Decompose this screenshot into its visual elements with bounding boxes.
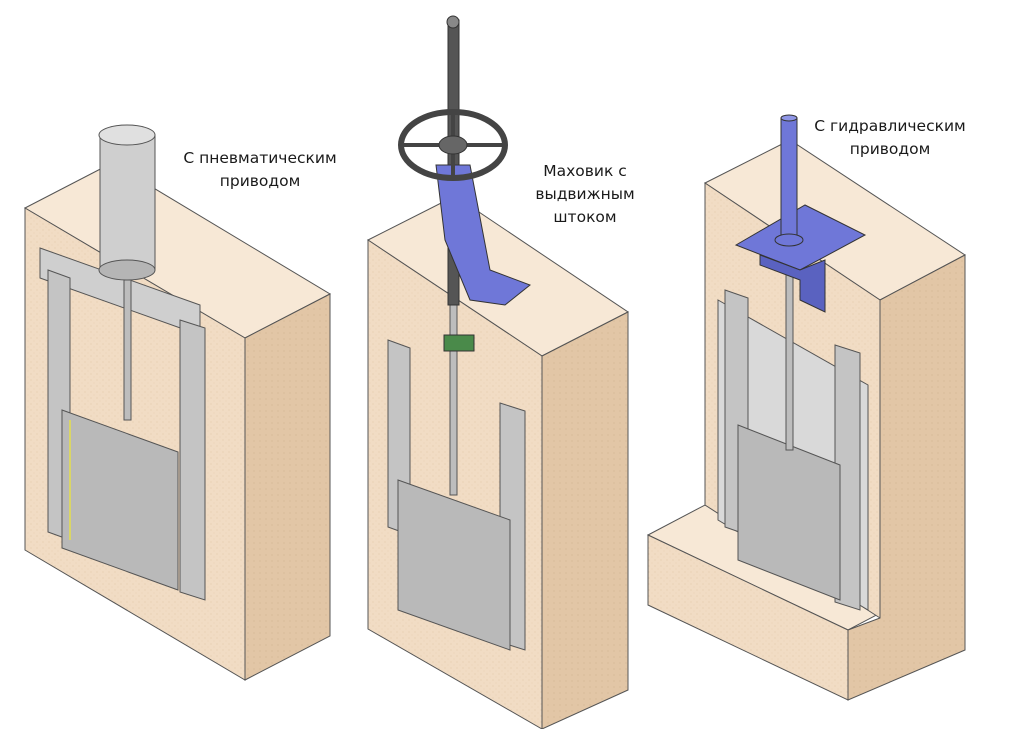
label-hydraulic-line1: С гидравлическим: [814, 117, 966, 135]
concrete-block-side: [847, 254, 966, 701]
pneumatic-gate: [23, 124, 332, 681]
label-pneumatic-actuator: С пневматическим приводом: [160, 147, 360, 193]
handwheel-gate: [367, 15, 629, 729]
frame-right-rail: [179, 319, 206, 601]
concrete-block-side: [244, 293, 331, 681]
label-pneumatic-line1: С пневматическим: [183, 149, 337, 167]
piston-rod: [123, 279, 132, 421]
label-handwheel-line1: Маховик с: [543, 162, 627, 180]
stem-bracket: [443, 334, 475, 352]
hydraulic-mount-bracket: [759, 254, 826, 313]
label-handwheel-line3: штоком: [553, 208, 617, 226]
concrete-block-side: [541, 311, 629, 729]
gate-plate: [737, 424, 841, 601]
handwheel-pedestal: [435, 164, 531, 306]
rising-stem-lower: [449, 299, 458, 496]
label-hydraulic-line2: приводом: [849, 140, 931, 158]
gate-plate: [397, 479, 511, 651]
label-hydraulic-actuator: С гидравлическим приводом: [790, 115, 990, 161]
label-handwheel-line2: выдвижным: [535, 185, 635, 203]
pneumatic-cylinder: [99, 134, 156, 271]
gate-plate: [61, 409, 179, 591]
hydraulic-gate: [646, 114, 966, 701]
label-handwheel-rising-stem: Маховик с выдвижным штоком: [510, 160, 660, 229]
label-pneumatic-line2: приводом: [219, 172, 301, 190]
